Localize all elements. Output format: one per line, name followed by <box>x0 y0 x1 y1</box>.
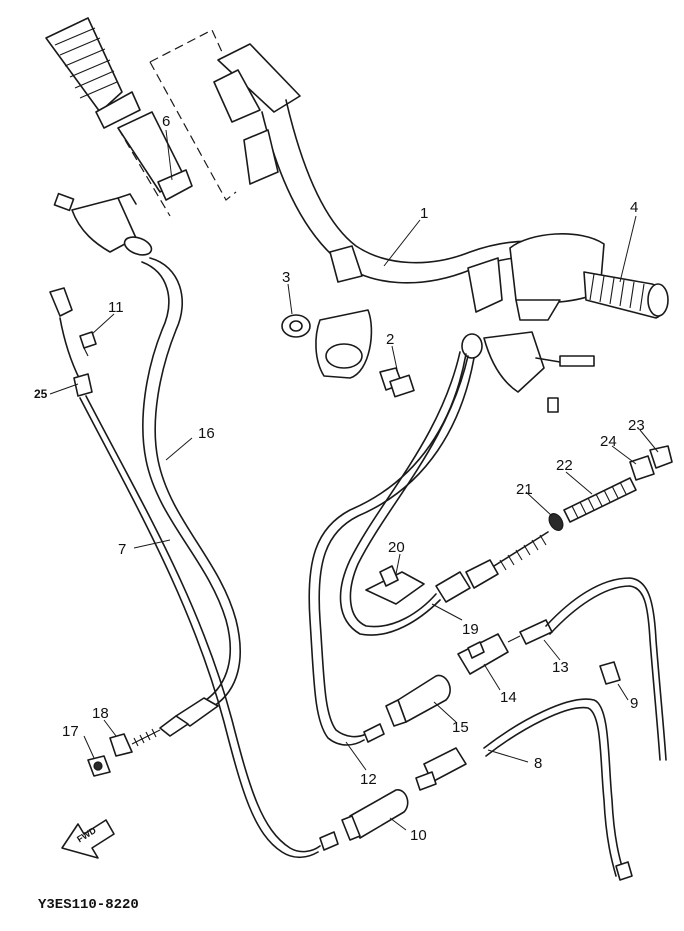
part-17-nut <box>87 755 111 777</box>
callout-17: 17 <box>62 723 79 740</box>
right-switch-housing <box>467 233 605 321</box>
part-22-spring <box>563 477 637 523</box>
cable-12 <box>308 353 475 746</box>
callout-9: 9 <box>630 695 638 712</box>
part-15-sleeve <box>385 674 451 727</box>
cable-19 <box>339 351 549 636</box>
callout-6: 6 <box>162 113 170 130</box>
handlebar-holder <box>315 309 373 379</box>
callout-11: 11 <box>108 299 124 316</box>
callout-2: 2 <box>386 331 394 348</box>
part-9-ferrule <box>599 661 621 685</box>
callout-16: 16 <box>198 425 215 442</box>
callout-4: 4 <box>630 199 638 216</box>
callout-22: 22 <box>556 457 573 474</box>
callout-8: 8 <box>534 755 542 772</box>
cable-16 <box>131 257 242 747</box>
left-lever-bracket <box>53 192 153 256</box>
part-14-holder <box>457 633 509 675</box>
callout-18: 18 <box>92 705 109 722</box>
callout-13: 13 <box>552 659 569 676</box>
cable-8 <box>415 698 633 881</box>
callout-23: 23 <box>628 417 645 434</box>
part-6-group-outline <box>117 29 237 217</box>
callout-3: 3 <box>282 269 290 286</box>
part-20-clip <box>365 565 425 605</box>
callout-14: 14 <box>500 689 517 706</box>
leader-lines <box>49 129 659 831</box>
callout-1: 1 <box>420 205 428 222</box>
handlebar <box>213 43 541 284</box>
callout-21: 21 <box>516 481 533 498</box>
right-throttle-grip <box>583 271 669 319</box>
cable-13 <box>507 577 667 761</box>
cable-7 <box>49 287 339 859</box>
part-24-collar <box>629 455 655 481</box>
callout-19: 19 <box>462 621 479 638</box>
forward-direction-arrow: FWD <box>61 819 115 859</box>
part-2-bolt <box>379 367 415 398</box>
callout-labels: 1 2 3 4 6 7 8 9 10 11 12 13 14 15 16 17 … <box>34 113 645 844</box>
right-lever-bracket <box>461 331 595 413</box>
callout-7: 7 <box>118 541 126 558</box>
drawing-code: Y3ES110-8220 <box>38 897 139 913</box>
callout-12: 12 <box>360 771 377 788</box>
part-21-ring <box>548 513 564 531</box>
callout-20: 20 <box>388 539 405 556</box>
callout-10: 10 <box>410 827 427 844</box>
part-6-switch <box>117 111 193 201</box>
part-23-nut <box>649 445 673 469</box>
callout-24: 24 <box>600 433 617 450</box>
part-10-sleeve <box>341 789 409 841</box>
left-grip <box>45 17 141 129</box>
callout-25: 25 <box>34 387 48 401</box>
callout-15: 15 <box>452 719 469 736</box>
part-3-nut <box>281 314 311 338</box>
part-11-screw <box>79 331 97 357</box>
part-18-ferrule <box>109 733 133 757</box>
